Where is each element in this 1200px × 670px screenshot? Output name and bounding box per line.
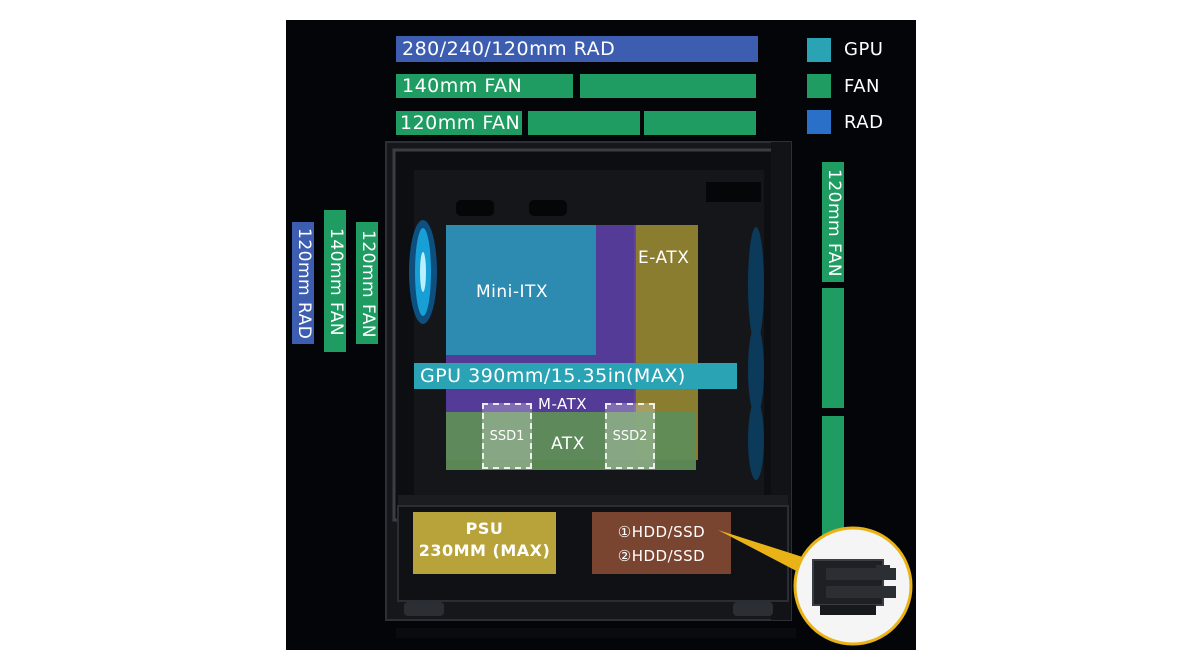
ssd1-mount: SSD1 — [482, 403, 532, 469]
rear-rad-bar: 120mm RAD — [292, 222, 314, 344]
legend-fan-label: FAN — [844, 76, 880, 97]
atx-label: ATX — [551, 434, 585, 454]
legend-fan-swatch — [807, 74, 831, 98]
legend-rad-swatch — [807, 110, 831, 134]
top-fan140-bar-1: 140mm FAN — [396, 74, 573, 98]
legend-rad-label: RAD — [844, 112, 884, 133]
hdd-ssd-zone: ①HDD/SSD ②HDD/SSD — [592, 512, 731, 574]
legend-gpu-swatch — [807, 38, 831, 62]
eatx-label: E-ATX — [638, 248, 690, 268]
top-fan120-bar-2 — [528, 111, 640, 135]
rear-fan120-bar: 120mm FAN — [356, 222, 378, 344]
top-fan120-bar-3 — [644, 111, 756, 135]
front-fan120-bar-1: 120mm FAN — [822, 162, 844, 282]
top-fan120-bar-1: 120mm FAN — [396, 111, 522, 135]
psu-label: PSU — [465, 519, 504, 538]
gpu-clearance-bar: GPU 390mm/15.35in(MAX) — [414, 363, 737, 389]
ssd2-mount: SSD2 — [605, 403, 655, 469]
diagram-canvas: 280/240/120mm RAD 140mm FAN 120mm FAN GP… — [286, 20, 916, 650]
legend-gpu-label: GPU — [844, 39, 884, 60]
mini-itx-zone — [446, 225, 596, 355]
top-fan140-bar-2 — [580, 74, 756, 98]
front-fan120-bar-3 — [822, 416, 844, 540]
front-fan120-bar-2 — [822, 288, 844, 408]
hdd-ssd-1-label: ①HDD/SSD — [617, 523, 706, 541]
top-rad-bar: 280/240/120mm RAD — [396, 36, 758, 62]
mini-itx-label: Mini-ITX — [476, 282, 549, 302]
rear-fan140-bar: 140mm FAN — [324, 210, 346, 352]
psu-max-label: 230MM (MAX) — [418, 541, 551, 560]
drive-cage-callout — [718, 526, 913, 646]
hdd-ssd-2-label: ②HDD/SSD — [617, 547, 706, 565]
matx-label: M-ATX — [538, 395, 588, 413]
psu-zone: PSU 230MM (MAX) — [413, 512, 556, 574]
